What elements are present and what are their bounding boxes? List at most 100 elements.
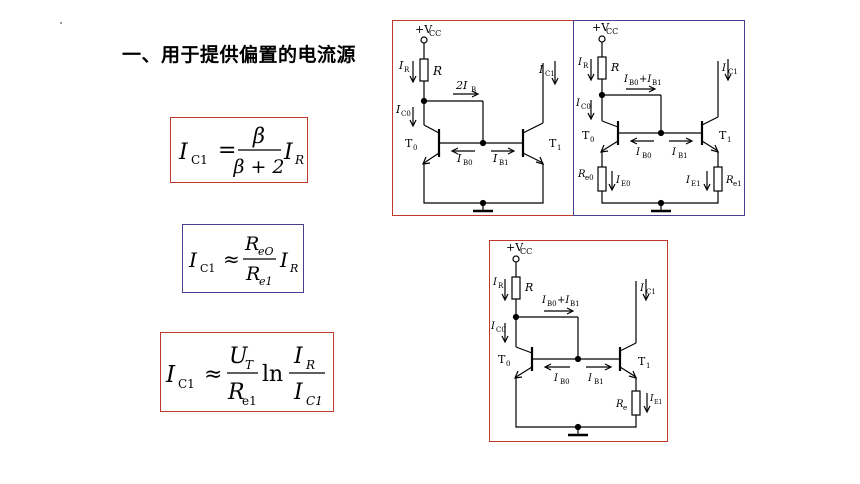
circuit-3: +V CC R I R I B0 +I B1 I C0 T 0 I B0 [490,241,662,437]
f2-approx: ≈ [223,247,240,271]
c2-ibsum-arrowhead [648,85,657,93]
c3-t1-label: T [638,355,646,368]
f2-tail: I [279,248,289,272]
c1-node [479,139,487,147]
c1-t0-emitter [423,152,440,164]
c2-ie1-label: I [685,175,691,186]
c2-ib1-sub: B1 [678,152,688,160]
f3-ln: ln [262,362,283,387]
c2-re0-label: R [577,169,586,180]
c2-ic1-label: I [721,63,727,74]
c2-ib0-arrowhead [629,137,638,145]
f2-tail-sub: R [289,262,298,275]
c2-t0-emitter-arrow [600,144,609,153]
f2-lhs-sub: C1 [200,262,215,275]
c2-vcc-terminal [598,35,606,43]
c1-ir-arrowhead [409,75,417,84]
f3-lhs: I [165,362,176,388]
f3-num2-sub: R [305,358,315,372]
circuit-2: +V CC R I R I B0 +I B1 I C0 T 0 I B0 [575,21,742,213]
c2-ibsum-sub2: B1 [652,79,662,87]
c2-ibsum-label: I [623,74,629,85]
c3-re-sub: e [623,404,627,412]
c3-t1-emitter [619,366,637,378]
c3-ir-label: I [492,277,498,288]
c2-ic0-arrowhead [587,112,595,121]
c2-ie0-sub: E0 [621,180,631,188]
c2-vcc-sub: CC [606,27,618,36]
c1-2ib-label: 2I [455,79,468,92]
formula-1-box: I C1 = β β + 2 I R [170,117,308,183]
c3-re-label: R [615,399,624,410]
c2-t1-collector [701,116,719,126]
f1-lhs: I [178,140,189,165]
c3-ib0-label: I [553,373,559,384]
c2-ibsum-plus: +I [639,74,652,85]
f1-eq: = [218,138,236,163]
c3-t0-label: T [498,353,506,366]
c3-t0-emitter [515,366,533,378]
f1-den: β + 2 [232,156,284,178]
c3-ic1-sub: C1 [646,288,656,296]
formula-2-box: I C1 ≈ R eO R e1 I R [182,224,304,293]
circuit-1: +V CC R I R 2I B I C0 T 0 I B0 I [395,23,561,213]
c2-re1-label: R [725,175,734,186]
c1-ic0-arrowhead [409,119,417,128]
c2-ir-label: I [577,57,583,68]
c3-ic0-arrowhead [501,335,509,344]
f2-den-sub: e1 [259,275,273,288]
c3-t1-collector [619,342,637,352]
c3-ib1-label: I [587,373,593,384]
c1-ic0-sub: C0 [401,110,411,118]
c3-ib1-arrowhead [604,363,613,371]
c3-resistor-r [511,276,521,300]
c3-ibsum-plus: +I [557,295,570,306]
c1-t1-emitter [522,152,544,164]
formula-3: I C1 ≈ U T R e1 ln I R I C1 [165,344,325,408]
c2-t1-emitter [701,140,719,152]
c3-ie1-sub: E1 [654,399,662,406]
f3-den1: R [227,380,245,405]
c1-t0-collector [423,124,440,134]
c3-ibsum-sub2: B1 [570,300,580,308]
c3-ic0-sub: C0 [496,326,506,334]
c2-resistor-re1 [713,166,723,192]
c3-ic0-label: I [490,321,496,332]
c2-ic1-arrowhead [724,73,732,82]
f3-lhs-sub: C1 [178,377,195,391]
c2-ib0-sub: B0 [642,152,652,160]
c1-ic0-label: I [395,103,401,116]
f1-tail-sub: R [294,153,304,167]
c1-ib0-sub: B0 [463,159,473,167]
c2-re0-sub: e0 [585,174,594,182]
c2-ib1-label: I [671,147,677,158]
c2-resistor-r [597,56,607,80]
c1-ib1-label: I [492,152,498,165]
circuit-1-frame: +V CC R I R 2I B I C0 T 0 I B0 I [392,20,574,216]
c3-ir-arrowhead [501,293,509,302]
c3-ir-sub: R [498,282,504,290]
c2-resistor-re0 [597,166,607,192]
f2-num-sub: eO [258,245,274,258]
c2-t0-sub: 0 [590,136,594,144]
formula-2: I C1 ≈ R eO R e1 I R [188,233,298,288]
c2-ib0-label: I [635,147,641,158]
c3-vcc: +V [506,241,524,254]
f1-num: β [252,124,265,148]
c2-r-label: R [610,61,619,74]
formula-3-box: I C1 ≈ U T R e1 ln I R I C1 [160,332,334,412]
c3-resistor-re [631,390,641,416]
c2-ie0-label: I [615,175,621,186]
c1-vcc-terminal [420,36,428,44]
c1-ib1-arrowhead [507,147,516,155]
c2-ir-sub: R [583,62,589,70]
c1-t0-label: T [405,137,413,150]
circuit-2-frame: +V CC R I R I B0 +I B1 I C0 T 0 I B0 [573,20,745,216]
c3-node [574,355,582,363]
c2-ic0-label: I [575,98,581,109]
c3-ib1-sub: B1 [594,378,604,386]
c2-ie1-sub: E1 [691,180,701,188]
c1-t1-label: T [549,137,557,150]
c2-t0-emitter [601,140,619,152]
f3-den1-sub: e1 [242,394,257,408]
